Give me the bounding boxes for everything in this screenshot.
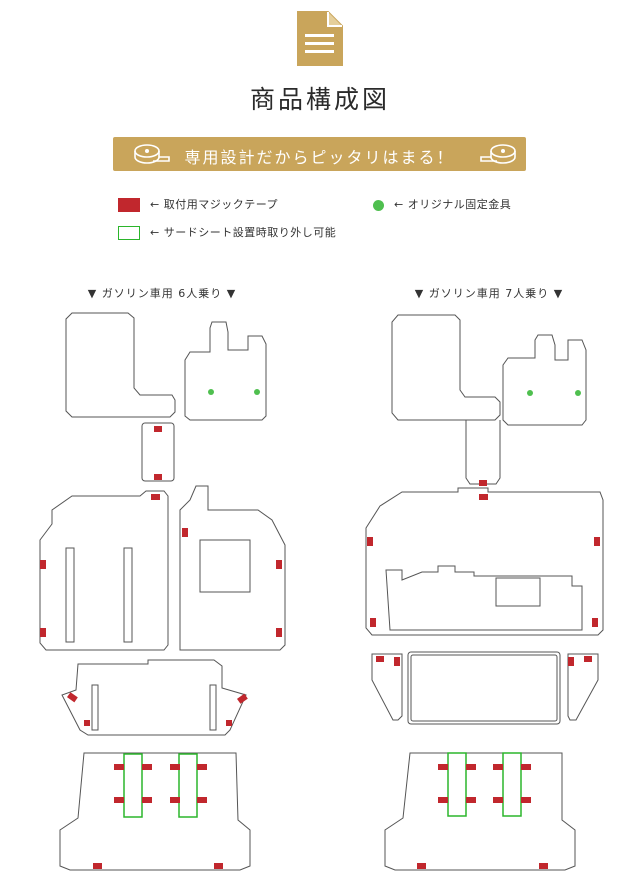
removable-outlines (123, 752, 522, 818)
section-label-6-seat: ▼ ガソリン車用 6人乗り ▼ (87, 287, 237, 300)
tape-measure-icon (133, 143, 171, 169)
banner-text: 専用設計だからピッタリはまる！ (184, 148, 455, 167)
mat-3rd-center-7 (407, 651, 561, 725)
red-swatch-icon (118, 198, 140, 212)
fitting-dots (208, 389, 581, 396)
mat-driver-7 (391, 314, 501, 421)
mat-luggage-6 (59, 752, 251, 871)
page-title: 商品構成図 (249, 85, 390, 114)
mat-passenger-6 (184, 321, 267, 421)
mat-2nd-left-6 (39, 490, 169, 651)
section-label-7-seat: ▼ ガソリン車用 7人乗り ▼ (414, 287, 564, 300)
mat-3rd-left-7 (371, 653, 403, 721)
legend-magic-tape: ← 取付用マジックテープ (118, 196, 278, 214)
mat-3rd-row-6 (61, 659, 247, 736)
tape-measure-icon (479, 143, 517, 169)
document-icon (294, 10, 346, 68)
legend-original-fitting: ← オリジナル固定金具 (373, 196, 511, 214)
magic-tape-markers (40, 426, 600, 869)
mat-passenger-7 (502, 334, 587, 426)
green-outline-swatch-icon (118, 226, 140, 240)
mat-driver-6 (65, 312, 176, 418)
legend-removable: ← サードシート設置時取り外し可能 (118, 224, 336, 242)
green-dot-icon (373, 199, 384, 211)
mat-3rd-right-7 (567, 653, 599, 721)
mat-2nd-row-7 (365, 487, 604, 636)
banner: 専用設計だからピッタリはまる！ (113, 137, 526, 171)
mat-console-6 (141, 422, 175, 482)
mat-luggage-7 (384, 752, 576, 871)
mat-2nd-right-6 (179, 485, 286, 651)
